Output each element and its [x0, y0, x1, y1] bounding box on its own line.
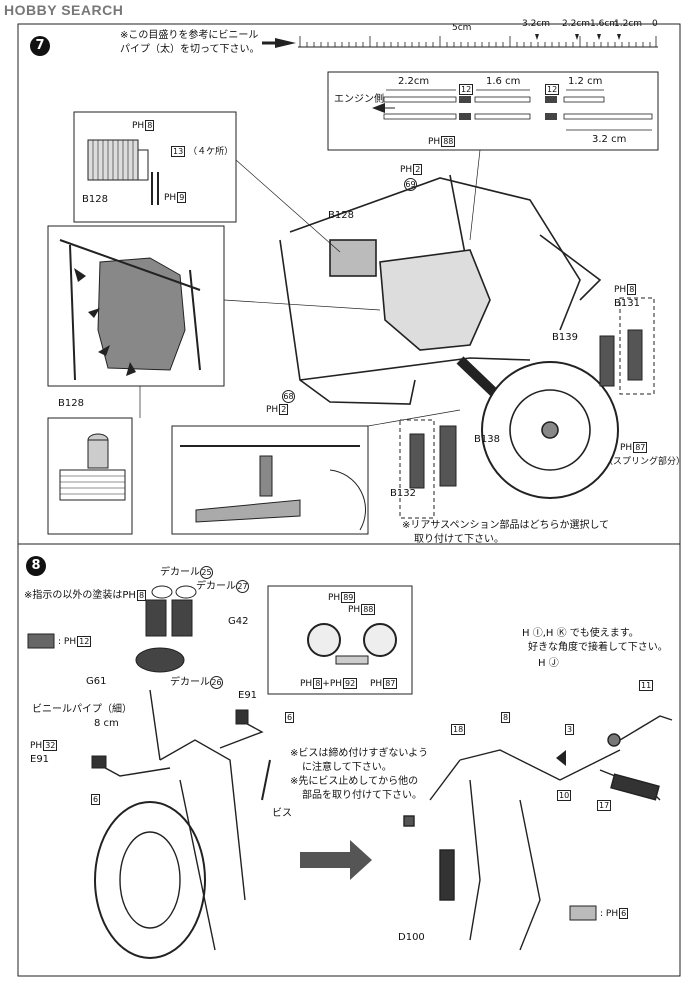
label-g42: G42	[228, 616, 249, 627]
part-6-lower: 6	[91, 794, 101, 805]
ruler-note-line1: ※この目盛りを参考にビニール	[120, 30, 259, 41]
part-6-upper: 6	[285, 712, 295, 723]
step-number-8: 8	[26, 556, 46, 576]
frame-engine-detail	[47, 225, 225, 387]
meter-assembly	[135, 585, 197, 673]
swingarm-detail	[171, 425, 369, 535]
front-fork-drawing	[94, 689, 271, 959]
label-e91-upper: E91	[238, 690, 258, 701]
h-note-line1: H Ⓘ,H Ⓚ でも使えます。	[522, 628, 639, 639]
part-13: 13 （４ケ所）	[171, 146, 234, 157]
decal-25: デカール25	[160, 566, 213, 579]
part-68: 68	[282, 390, 295, 403]
part-10: 10	[557, 790, 572, 801]
ruler-label-1-6cm: 1.6cm	[590, 19, 619, 29]
part-3: 3	[565, 724, 575, 735]
vinyl-pipe-label: ビニールパイプ（細）	[32, 704, 132, 715]
decal-27: デカール27	[196, 580, 249, 593]
main-frame-drawing	[279, 174, 619, 499]
part-8: 8	[501, 712, 511, 723]
part-18: 18	[451, 724, 466, 735]
ruler-label-5cm: 5cm	[452, 23, 472, 33]
label-b138: B138	[474, 434, 500, 445]
label-d100: D100	[398, 932, 425, 943]
next-step-arrow	[300, 840, 372, 880]
rear-shock-left	[399, 419, 457, 519]
step-number-7: 7	[30, 36, 50, 56]
ruler-label-0: 0	[652, 19, 658, 29]
screw-note-line3: ※先にビス止めしてから他の	[290, 776, 419, 787]
part-69: 69	[404, 178, 417, 191]
screw-note-line2: に注意して下さい。	[302, 762, 392, 773]
ruler-note-line2: パイプ（太）を切って下さい。	[120, 44, 260, 55]
h-note-line2: 好きな角度で接着して下さい。	[528, 642, 668, 653]
suspension-note-line1: ※リアサスペンション部品はどちらか選択して	[402, 520, 610, 531]
pipe-cut-diagram	[327, 71, 659, 151]
ruler-label-2-2cm: 2.2cm	[562, 19, 591, 29]
watermark-logo: HOBBY SEARCH	[4, 2, 124, 18]
cut-length-1-2: 1.2 cm	[568, 76, 603, 87]
ruler-scale	[262, 34, 658, 48]
decal-26: デカール26	[170, 676, 223, 689]
radiator-detail	[73, 111, 237, 223]
frame-b128-label: B128	[328, 210, 354, 221]
part-17: 17	[597, 800, 612, 811]
ruler-label-1-2cm: 1.2cm	[614, 19, 643, 29]
joint-part-b: 12	[545, 84, 560, 95]
handlebar-drawing	[403, 715, 673, 951]
label-hj: H Ⓙ	[538, 658, 559, 669]
engine-side-label: エンジン側	[334, 94, 384, 105]
rear-shock-right	[599, 297, 655, 395]
joint-part-a: 12	[459, 84, 474, 95]
cut-length-3-2: 3.2 cm	[592, 134, 627, 145]
dark-swatch	[27, 633, 55, 649]
e91-parts	[91, 709, 249, 769]
radiator-side-detail	[47, 417, 133, 535]
gauge-detail	[267, 585, 413, 695]
light-swatch	[569, 905, 597, 921]
label-b131: B131	[614, 298, 640, 309]
screw-label: ビス	[272, 808, 292, 819]
suspension-note-line2: 取り付けて下さい。	[414, 534, 504, 545]
screw-note-line4: 部品を取り付けて下さい。	[302, 790, 422, 801]
screw-note-line1: ※ビスは締め付けすぎないよう	[290, 748, 429, 759]
label-g61: G61	[86, 676, 107, 687]
radiator-b128: B128	[82, 194, 108, 205]
cut-length-1-6: 1.6 cm	[486, 76, 521, 87]
label-b139: B139	[552, 332, 578, 343]
label-b132: B132	[390, 488, 416, 499]
pipe-length: 8 cm	[94, 718, 119, 729]
label-e91-lower: E91	[30, 754, 50, 765]
label-b128-left: B128	[58, 398, 84, 409]
spring-part-label: （スプリング部分）	[604, 457, 686, 467]
ruler-label-3-2cm: 3.2cm	[522, 19, 551, 29]
cut-length-2-2: 2.2cm	[398, 76, 430, 87]
part-11: 11	[639, 680, 654, 691]
